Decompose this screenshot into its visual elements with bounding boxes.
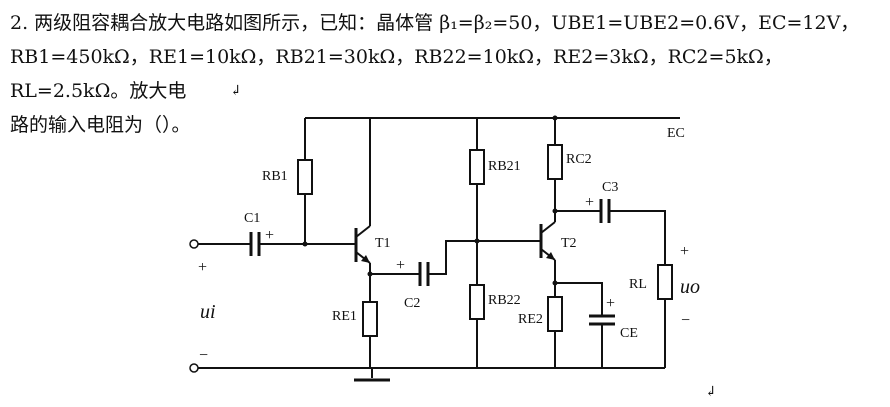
label-rb1: RB1 [262, 169, 288, 184]
input-plus: + [198, 259, 207, 276]
label-ec: EC [667, 126, 685, 141]
resistor-re1 [362, 301, 378, 337]
label-c3: C3 [602, 180, 618, 195]
output-uo: uo [680, 276, 700, 298]
label-c2: C2 [404, 296, 420, 311]
resistor-re2 [547, 296, 563, 332]
input-minus: − [199, 347, 208, 364]
label-ce: CE [620, 326, 638, 341]
label-t1: T1 [375, 236, 391, 251]
c2-plus: + [396, 257, 405, 274]
node-base1 [302, 241, 308, 247]
label-rb22: RB22 [488, 293, 521, 308]
input-ui: ui [200, 301, 216, 323]
label-c1: C1 [244, 211, 260, 226]
c3-plus: + [585, 194, 594, 211]
c1-plus: + [265, 227, 274, 244]
node-rc2-top [552, 115, 558, 121]
label-re2: RE2 [518, 312, 543, 327]
t1-collector [355, 225, 371, 238]
ce-plus: + [606, 295, 615, 312]
resistor-rl [657, 264, 673, 300]
wire-e2-ce [555, 282, 603, 316]
question-line-1: 2. 两级阻容耦合放大电路如图所示，已知：晶体管 β₁=β₂=50，UBE1=U… [10, 12, 860, 34]
resistor-rb22 [469, 284, 485, 320]
para-mark-2: ↲ [705, 385, 717, 400]
label-t2: T2 [561, 236, 577, 251]
t1-emitter-arrow [361, 255, 370, 263]
output-minus: − [681, 312, 690, 329]
resistor-rc2 [547, 144, 563, 180]
question-line-2: RB1=450kΩ，RE1=10kΩ，RB21=30kΩ，RB22=10kΩ，R… [10, 46, 783, 102]
input-terminal-top [189, 239, 199, 249]
output-plus: + [680, 243, 689, 260]
wire-c2-base2 [428, 240, 540, 275]
question-text: 2. 两级阻容耦合放大电路如图所示，已知：晶体管 β₁=β₂=50，UBE1=U… [10, 6, 882, 142]
t2-emitter-arrow [546, 252, 555, 260]
resistor-rb21 [469, 149, 485, 185]
t2-collector [540, 221, 556, 234]
label-rl: RL [629, 277, 647, 292]
input-terminal-bottom [189, 363, 199, 373]
label-re1: RE1 [332, 309, 357, 324]
label-rc2: RC2 [566, 152, 592, 167]
wire-c3-out [609, 210, 666, 265]
label-rb21: RB21 [488, 159, 521, 174]
para-mark-1: ↲ [230, 84, 242, 99]
question-line-3: 路的输入电阻为（）。 [10, 114, 191, 136]
resistor-rb1 [297, 159, 313, 195]
